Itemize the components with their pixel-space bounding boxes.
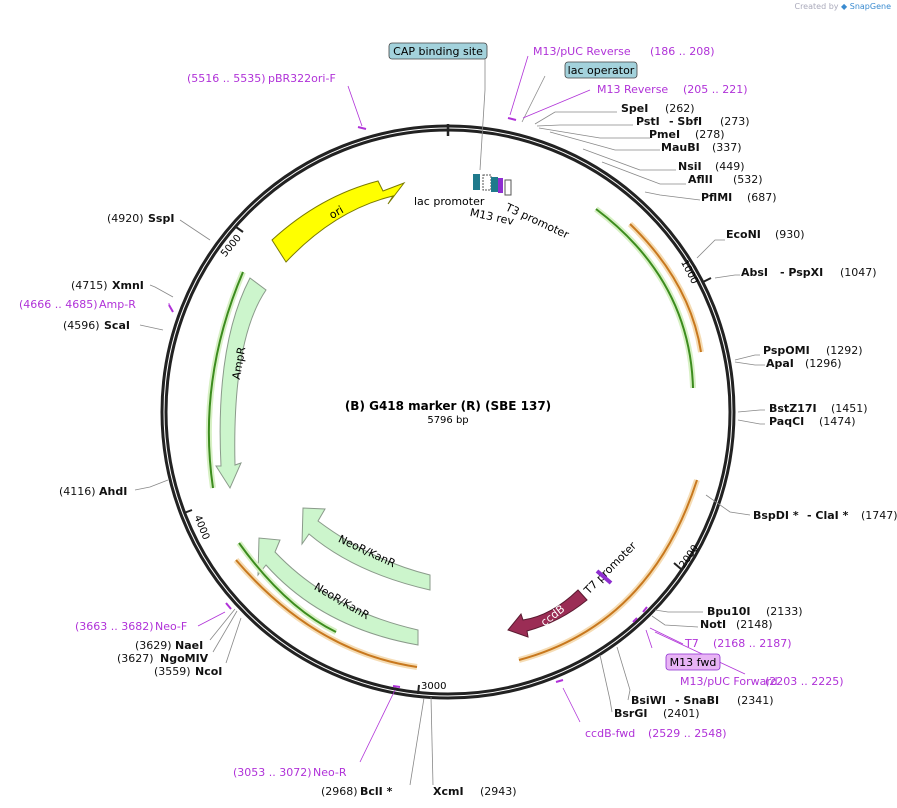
primer-leader-lines	[168, 55, 746, 763]
svg-text:lac operator: lac operator	[568, 64, 635, 77]
feature-ampr[interactable]: AmpR	[215, 277, 267, 490]
enzyme-nsii-label[interactable]: NsiI(449)	[678, 160, 745, 173]
enzyme-scai-label[interactable]: (4596)ScaI	[63, 319, 130, 332]
feature-ori[interactable]: ori	[271, 180, 406, 263]
primer-m13-reverse-label[interactable]: M13 Reverse(205 .. 221)	[597, 83, 748, 96]
enzyme-absi-label[interactable]: AbsI- PspXI(1047)	[741, 266, 877, 279]
enzyme-psti-label[interactable]: PstI- SbfI(273)	[636, 115, 750, 128]
enzyme-pspomi-label[interactable]: PspOMI(1292)	[763, 344, 863, 357]
svg-text:CAP binding site: CAP binding site	[393, 45, 483, 58]
enzyme-xcmi-label[interactable]: XcmI(2943)	[433, 785, 517, 798]
orf-arc-green-left	[207, 271, 244, 489]
orf-arc-green-lower	[238, 542, 337, 633]
enzyme-ngomiv-label[interactable]: (3627)NgoMIV	[117, 652, 209, 665]
cap-site-marker	[473, 174, 480, 190]
credit-prefix: Created by	[794, 2, 839, 11]
enzyme-bsrgi-label[interactable]: BsrGI(2401)	[614, 707, 700, 720]
enzyme-ncoi-label[interactable]: (3559)NcoI	[154, 665, 222, 678]
tick-4000: 4000	[183, 509, 211, 542]
enzyme-xmni-label[interactable]: (4715)XmnI	[71, 279, 144, 292]
tick-3000: 3000	[417, 681, 446, 695]
t3-promoter-marker	[504, 179, 512, 196]
svg-text:M13 fwd: M13 fwd	[670, 656, 717, 669]
primer-t7-label[interactable]: T7(2168 .. 2187)	[684, 637, 792, 650]
leader-lines	[134, 57, 765, 786]
snapgene-credit: Created by ◆ SnapGene	[794, 2, 891, 11]
orf-arc-orange-lower-left	[235, 559, 418, 668]
callout-m13-fwd[interactable]: M13 fwd	[665, 653, 721, 671]
orf-arc-orange-right	[629, 223, 702, 353]
enzyme-noti-label[interactable]: NotI(2148)	[700, 618, 773, 631]
enzyme-maubi-label[interactable]: MauBI(337)	[661, 141, 742, 154]
snapgene-logo-icon: ◆	[841, 2, 848, 11]
feature-ori-label: ori	[327, 203, 346, 221]
lac-promoter-marker	[482, 174, 492, 191]
callout-lac-operator[interactable]: lac operator	[564, 61, 638, 79]
tick-1000: 1000	[678, 258, 712, 286]
enzyme-bspdi-label[interactable]: BspDI *- ClaI *(1747)	[753, 509, 897, 522]
enzyme-bpu10i-label[interactable]: Bpu10I(2133)	[707, 605, 803, 618]
orf-arc-green-right	[595, 208, 694, 389]
credit-brand: ◆ SnapGene	[841, 2, 891, 11]
primer-neo-f-label[interactable]: (3663 .. 3682)Neo-F	[75, 620, 187, 633]
enzyme-naei-label[interactable]: (3629)NaeI	[135, 639, 203, 652]
t7-promoter-marker	[595, 569, 613, 585]
feature-ccdb[interactable]: ccdB	[507, 589, 588, 638]
plasmid-name: (B) G418 marker (R) (SBE 137)	[345, 399, 551, 413]
callout-cap-binding-site[interactable]: CAP binding site	[388, 42, 488, 60]
m13-rev-marker	[498, 178, 503, 193]
primer-markers	[168, 117, 648, 688]
primer-amp-r-label[interactable]: (4666 .. 4685)Amp-R	[19, 298, 136, 311]
primer-m13-puc-forward-label[interactable]: M13/pUC Forward(2203 .. 2225)	[680, 675, 844, 688]
svg-text:2000: 2000	[678, 543, 702, 570]
lac-operator-marker	[491, 177, 498, 192]
enzyme-pflmi-label[interactable]: PflMI(687)	[701, 191, 777, 204]
feature-neor-kanr-1[interactable]: NeoR/KanR	[301, 507, 431, 591]
t7-promoter-label: T7 promoter	[581, 539, 640, 598]
enzyme-ahdi-label[interactable]: (4116)AhdI	[59, 485, 127, 498]
enzyme-apai-label[interactable]: ApaI(1296)	[766, 357, 842, 370]
enzyme-bstz17i-label[interactable]: BstZ17I(1451)	[769, 402, 868, 415]
enzyme-paqci-label[interactable]: PaqCI(1474)	[769, 415, 856, 428]
feature-ampr-label: AmpR	[230, 346, 249, 381]
svg-text:3000: 3000	[421, 681, 446, 692]
primer-pbr322ori-f-label[interactable]: (5516 .. 5535)pBR322ori-F	[187, 72, 336, 85]
primer-ccdb-fwd-label[interactable]: ccdB-fwd(2529 .. 2548)	[585, 727, 727, 740]
orf-arc-orange-lower-right	[518, 479, 698, 661]
enzyme-spei-label[interactable]: SpeI(262)	[621, 102, 695, 115]
enzyme-aflii-label[interactable]: AflII(532)	[688, 173, 763, 186]
enzyme-bsiwi-label[interactable]: BsiWI- SnaBI(2341)	[631, 694, 774, 707]
enzyme-econi-label[interactable]: EcoNI(930)	[726, 228, 805, 241]
enzyme-pmei-label[interactable]: PmeI(278)	[649, 128, 725, 141]
enzyme-bcli-label[interactable]: (2968)BclI *	[321, 785, 393, 798]
primer-neo-r-label[interactable]: (3053 .. 3072)Neo-R	[233, 766, 347, 779]
enzyme-sspi-label[interactable]: (4920)SspI	[107, 212, 174, 225]
primer-m13-puc-reverse-label[interactable]: M13/pUC Reverse(186 .. 208)	[533, 45, 715, 58]
plasmid-size: 5796 bp	[427, 415, 468, 426]
tick-2000: 2000	[673, 543, 702, 570]
lac-promoter-label: lac promoter	[414, 195, 485, 208]
